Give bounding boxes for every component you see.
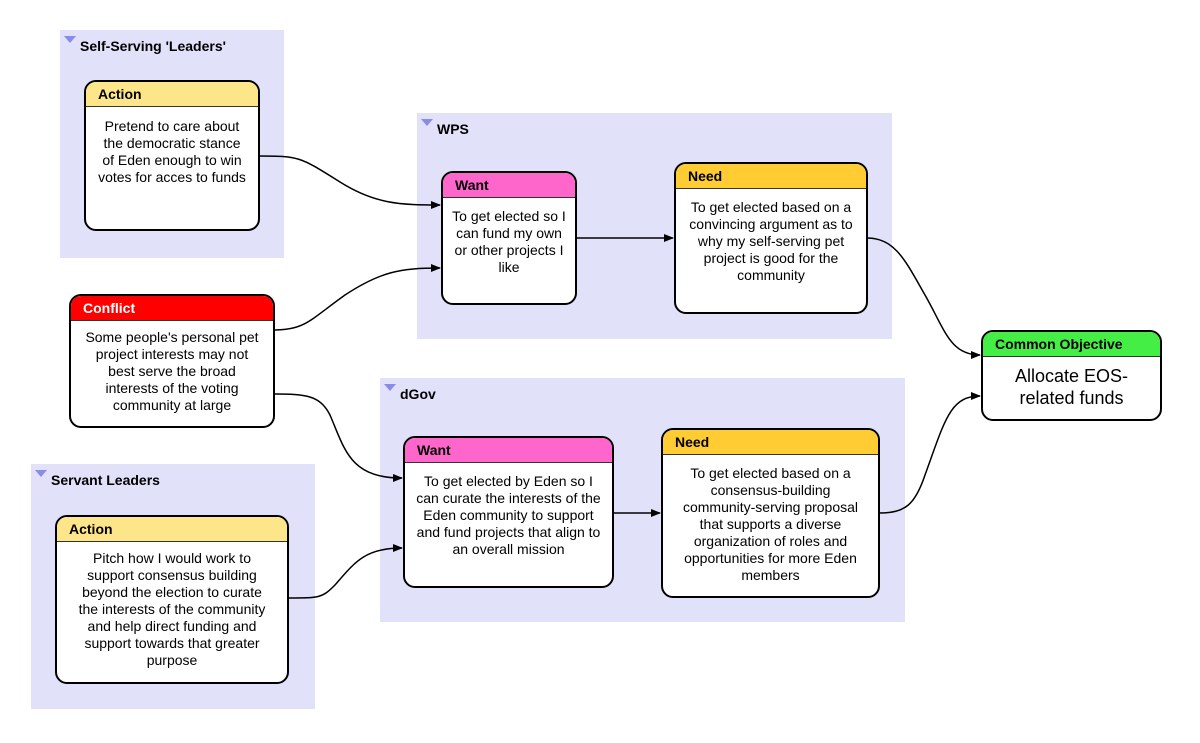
edge-conflict-to-dgov-want: [273, 393, 403, 482]
node-header: Want: [443, 173, 575, 198]
want-node-dgov[interactable]: Want To get elected by Eden so I can cur…: [403, 436, 614, 588]
edge-action-servant-to-dgov-want: [287, 544, 403, 599]
edge-action-self-to-wps-want: [258, 155, 441, 209]
node-body: Pitch how I would work to support consen…: [78, 550, 266, 668]
conflict-node[interactable]: Conflict Some people's personal pet proj…: [69, 294, 275, 428]
node-header: Want: [405, 438, 612, 463]
action-node-self-serving[interactable]: Action Pretend to care about the democra…: [84, 80, 260, 231]
node-body: Allocate EOS-related funds: [1014, 366, 1129, 408]
group-title: WPS: [437, 121, 469, 137]
node-body: Pretend to care about the democratic sta…: [98, 118, 246, 185]
group-title: Servant Leaders: [51, 472, 160, 488]
node-body: Some people's personal pet project inter…: [85, 329, 259, 413]
node-header: Action: [57, 517, 287, 542]
node-body: To get elected based on a consensus-buil…: [682, 465, 859, 583]
want-node-wps[interactable]: Want To get elected so I can fund my own…: [441, 171, 577, 305]
group-title: Self-Serving 'Leaders': [80, 38, 226, 54]
need-node-dgov[interactable]: Need To get elected based on a consensus…: [661, 428, 880, 598]
node-body: To get elected based on a convincing arg…: [689, 199, 853, 283]
collapse-triangle-icon[interactable]: [64, 36, 76, 43]
node-body: To get elected by Eden so I can curate t…: [416, 473, 601, 557]
node-header: Conflict: [71, 296, 273, 321]
collapse-triangle-icon[interactable]: [384, 384, 396, 391]
node-header: Action: [86, 82, 258, 107]
node-header: Common Objective: [983, 332, 1160, 357]
collapse-triangle-icon[interactable]: [421, 119, 433, 126]
group-title: dGov: [400, 386, 436, 402]
node-header: Need: [663, 430, 878, 455]
edge-conflict-to-wps-want: [273, 264, 441, 331]
node-body: To get elected so I can fund my own or o…: [452, 208, 566, 275]
edge-wps-need-to-objective: [866, 237, 981, 359]
common-objective-node[interactable]: Common Objective Allocate EOS-related fu…: [981, 330, 1162, 421]
edge-dgov-need-to-objective: [878, 392, 981, 514]
need-node-wps[interactable]: Need To get elected based on a convincin…: [674, 162, 868, 314]
node-header: Need: [676, 164, 866, 189]
collapse-triangle-icon[interactable]: [35, 470, 47, 477]
action-node-servant[interactable]: Action Pitch how I would work to support…: [55, 515, 289, 684]
